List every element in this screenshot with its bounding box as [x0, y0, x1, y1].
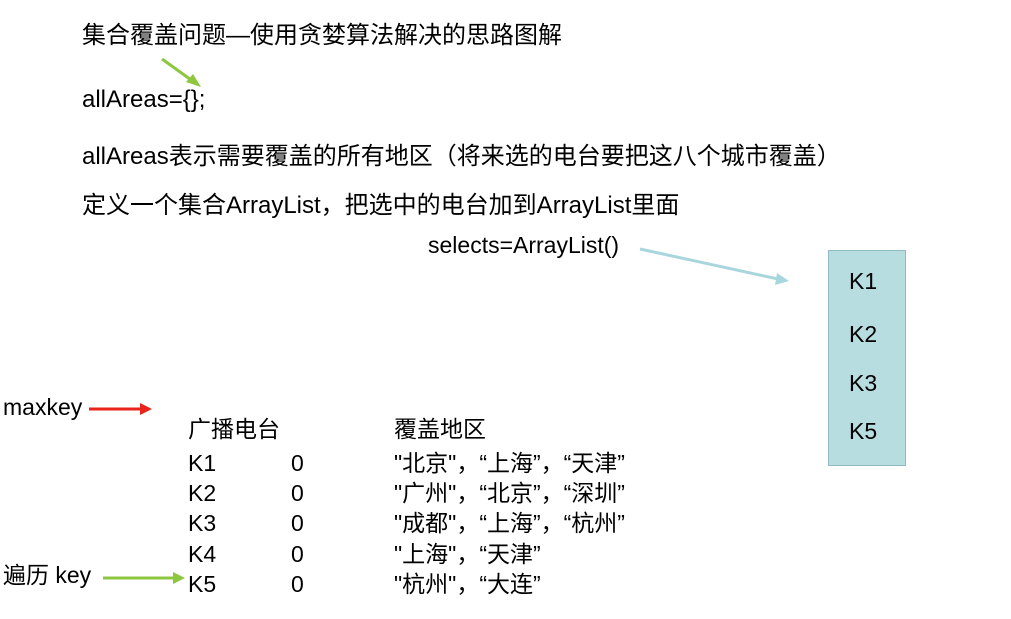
all-areas-label: allAreas={};	[82, 86, 206, 113]
station-column-header: 广播电台	[188, 416, 280, 442]
station-areas: "杭州"，“大连”	[394, 571, 541, 597]
table-row: K5 0 "杭州"，“大连”	[0, 573, 700, 603]
arraylist-description: 定义一个集合ArrayList，把选中的电台加到ArrayList里面	[82, 192, 680, 219]
station-count: 0	[291, 541, 304, 567]
station-count: 0	[291, 510, 304, 536]
station-count: 0	[291, 571, 304, 597]
station-key: K1	[188, 450, 217, 476]
station-key: K4	[188, 541, 217, 567]
table-row: K3 0 "成都"，“上海”，“杭州”	[0, 512, 700, 542]
maxkey-label: maxkey	[3, 394, 83, 420]
station-key: K5	[188, 571, 217, 597]
maxkey-arrow	[89, 403, 152, 415]
station-areas: "成都"，“上海”，“杭州”	[394, 510, 625, 536]
coverage-column-header: 覆盖地区	[394, 416, 486, 442]
selected-stations-box: K1 K2 K3 K5	[828, 250, 906, 466]
selected-station-item: K5	[849, 418, 878, 444]
station-count: 0	[291, 450, 304, 476]
station-count: 0	[291, 480, 304, 506]
station-key: K3	[188, 510, 217, 536]
station-areas: "上海"，“天津”	[394, 541, 541, 567]
table-row: K1 0 "北京"，“上海”，“天津”	[0, 452, 700, 482]
diagram-title: 集合覆盖问题—使用贪婪算法解决的思路图解	[82, 22, 562, 49]
title-pointer-arrow	[161, 57, 201, 87]
selected-station-item: K1	[849, 268, 878, 294]
station-areas: "广州"，“北京”，“深圳”	[394, 480, 625, 506]
station-areas: "北京"，“上海”，“天津”	[394, 450, 625, 476]
selects-arrow	[639, 247, 789, 285]
selected-station-item: K2	[849, 321, 878, 347]
table-row: K4 0 "上海"，“天津”	[0, 543, 700, 573]
table-row: K2 0 "广州"，“北京”，“深圳”	[0, 482, 700, 512]
selects-label: selects=ArrayList()	[428, 232, 620, 258]
all-areas-description: allAreas表示需要覆盖的所有地区（将来选的电台要把这八个城市覆盖）	[82, 143, 841, 170]
selected-station-item: K3	[849, 370, 878, 396]
traverse-key-label: 遍历 key	[3, 562, 92, 588]
station-key: K2	[188, 480, 217, 506]
